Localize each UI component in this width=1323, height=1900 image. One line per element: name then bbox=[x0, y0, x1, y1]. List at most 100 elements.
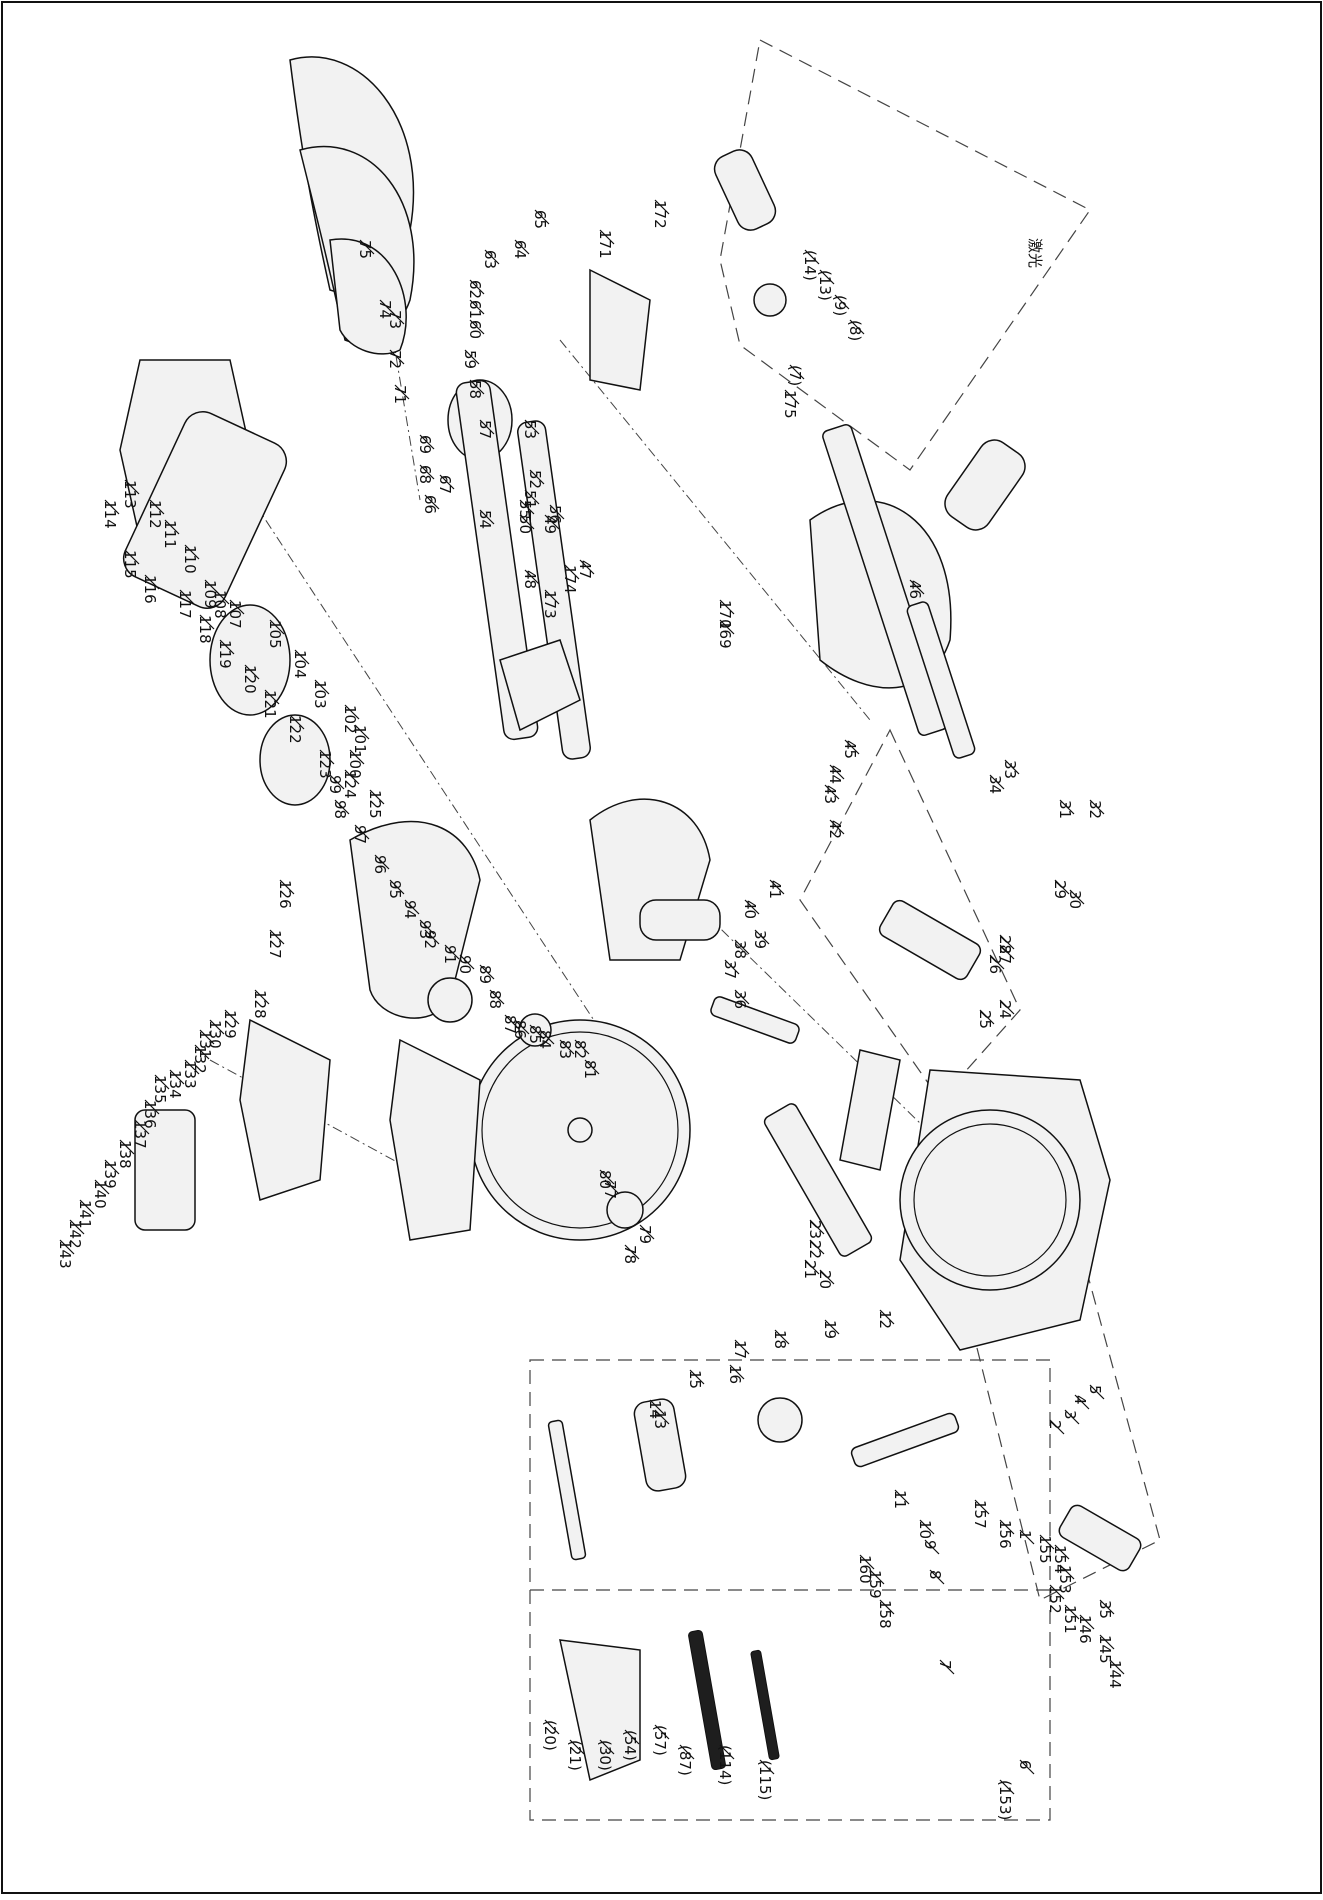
callout-number: 43 bbox=[821, 785, 839, 804]
callout-leader bbox=[1089, 1384, 1105, 1400]
callout-leader bbox=[369, 789, 385, 805]
callout-leader bbox=[524, 489, 540, 505]
callout-leader bbox=[569, 1739, 585, 1755]
callout-number: 115 bbox=[121, 550, 139, 579]
callout-p57p: (57) bbox=[651, 1724, 670, 1756]
base-blade-inner bbox=[913, 1123, 1067, 1277]
callout-leader bbox=[219, 639, 235, 655]
callout-leader bbox=[689, 1369, 705, 1385]
callout-number: 87 bbox=[501, 1015, 519, 1034]
callout-leader bbox=[224, 1009, 240, 1025]
callout-number: 37 bbox=[721, 960, 739, 979]
callout-29: 29 bbox=[1051, 879, 1070, 899]
callout-14: 14 bbox=[646, 1399, 665, 1419]
callout-leader bbox=[79, 1199, 95, 1215]
callout-leader bbox=[419, 464, 435, 480]
callout-leader bbox=[544, 589, 560, 605]
callout-107: 107 bbox=[226, 599, 245, 629]
callout-number: 18 bbox=[771, 1330, 789, 1349]
callout-leader bbox=[329, 774, 345, 790]
callout-94: 94 bbox=[401, 899, 420, 919]
callout-leader bbox=[819, 1269, 835, 1285]
callout-leader bbox=[514, 1019, 530, 1035]
callout-leader bbox=[549, 504, 565, 520]
callout-leader bbox=[459, 954, 475, 970]
callout-leader bbox=[719, 1744, 735, 1760]
callout-leader bbox=[179, 589, 195, 605]
callout-leader bbox=[1109, 1659, 1125, 1675]
callout-number: 61 bbox=[466, 300, 484, 319]
table-insert bbox=[763, 1103, 873, 1257]
callout-leader bbox=[649, 1399, 665, 1415]
callout-89: 89 bbox=[476, 964, 495, 984]
callout-leader bbox=[419, 434, 435, 450]
callout-number: 57 bbox=[476, 420, 494, 439]
callout-122: 122 bbox=[286, 714, 305, 744]
callout-125: 125 bbox=[366, 789, 385, 819]
callout-number: 82 bbox=[571, 1040, 589, 1059]
callout-p30p: (30) bbox=[596, 1739, 615, 1771]
callout-64: 64 bbox=[511, 239, 530, 259]
callout-leader bbox=[194, 1044, 210, 1060]
callout-leader bbox=[734, 989, 750, 1005]
callout-170: 170 bbox=[716, 599, 735, 629]
callout-leader bbox=[354, 824, 370, 840]
callout-number: 90 bbox=[456, 955, 474, 974]
callout-number: 98 bbox=[331, 800, 349, 819]
callout-15: 15 bbox=[686, 1369, 705, 1389]
callout-number: 29 bbox=[1051, 880, 1069, 899]
callout-number: 94 bbox=[401, 900, 419, 919]
callout-42: 42 bbox=[826, 819, 845, 839]
callout-number: 38 bbox=[731, 940, 749, 959]
callout-leader bbox=[334, 799, 350, 815]
callout-number: 97 bbox=[351, 825, 369, 844]
bevel-lock-knob bbox=[639, 899, 721, 941]
callout-79: 79 bbox=[636, 1224, 655, 1244]
callout-number: 77 bbox=[601, 1180, 619, 1199]
callout-81: 81 bbox=[581, 1059, 600, 1079]
callout-number: 32 bbox=[1086, 800, 1104, 819]
callout-119: 119 bbox=[216, 639, 235, 669]
callout-21: 21 bbox=[801, 1259, 820, 1279]
callout-leader bbox=[289, 714, 305, 730]
callout-number: 30 bbox=[1066, 890, 1084, 909]
callout-number: 20 bbox=[816, 1270, 834, 1289]
callout-leader bbox=[654, 1409, 670, 1425]
callout-36: 36 bbox=[731, 989, 750, 1009]
callout-158: 158 bbox=[876, 1599, 895, 1629]
callout-leader bbox=[209, 1019, 225, 1035]
callout-number: 153 bbox=[1056, 1565, 1074, 1594]
callout-leader bbox=[774, 1329, 790, 1345]
callout-leader bbox=[999, 1779, 1015, 1795]
callout-leader bbox=[759, 1759, 775, 1775]
callout-28: 28 bbox=[996, 934, 1015, 954]
callout-leader bbox=[169, 1069, 185, 1085]
callout-number: (54) bbox=[621, 1730, 639, 1761]
outer-flange bbox=[606, 1191, 644, 1229]
callout-number: 45 bbox=[841, 740, 859, 759]
callout-leader bbox=[374, 854, 390, 870]
callout-2: 2 bbox=[1046, 1419, 1065, 1435]
callout-number: 54 bbox=[476, 510, 494, 529]
callout-number: 72 bbox=[386, 350, 404, 369]
callout-leader bbox=[1079, 1614, 1095, 1630]
callout-number: 79 bbox=[636, 1225, 654, 1244]
callout-115: 115 bbox=[121, 549, 140, 579]
callout-67: 67 bbox=[436, 474, 455, 494]
callout-104: 104 bbox=[291, 649, 310, 679]
callout-leader bbox=[59, 1239, 75, 1255]
callout-146: 146 bbox=[1076, 1614, 1095, 1644]
callout-number: 133 bbox=[181, 1060, 199, 1089]
callout-leader bbox=[439, 474, 455, 490]
kerf-plate bbox=[839, 1049, 901, 1171]
callout-30: 30 bbox=[1066, 889, 1085, 909]
callout-number: (20) bbox=[541, 1720, 559, 1751]
motor-housing bbox=[122, 411, 288, 609]
callout-number: 39 bbox=[751, 930, 769, 949]
callout-46: 46 bbox=[906, 579, 925, 599]
callout-number: 118 bbox=[196, 615, 214, 644]
callout-leader bbox=[924, 1539, 940, 1555]
callout-number: 48 bbox=[521, 570, 539, 589]
axis-line-motor bbox=[199, 419, 621, 1061]
callout-number: (14) bbox=[801, 250, 819, 281]
